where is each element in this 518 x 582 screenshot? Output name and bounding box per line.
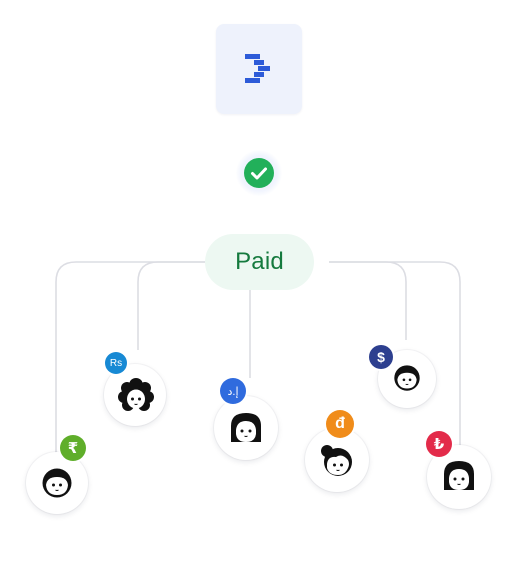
face-long-hair-icon xyxy=(444,461,474,490)
currency-symbol: إ.د xyxy=(227,385,239,398)
recipient-avatar xyxy=(305,428,369,492)
currency-badge-lira: ₺ xyxy=(426,431,452,457)
face-long-hair-icon xyxy=(231,413,261,442)
face-bun-hair-icon xyxy=(321,445,352,476)
currency-badge-dong: đ xyxy=(326,410,354,438)
currency-symbol: $ xyxy=(377,349,385,365)
recipient-avatar xyxy=(104,364,166,426)
currency-badge-rupee: ₹ xyxy=(60,435,86,461)
face-short-hair-icon xyxy=(394,365,420,391)
currency-badge-rs: Rs xyxy=(105,352,127,374)
stacked-bars-logo-icon xyxy=(245,54,270,83)
logo-tile xyxy=(216,24,302,114)
paid-status-label: Paid xyxy=(235,248,284,275)
recipient-avatar xyxy=(26,452,88,514)
status-check xyxy=(236,150,282,196)
paid-status-pill: Paid xyxy=(205,234,314,290)
face-curly-hair-icon xyxy=(118,378,154,411)
currency-symbol: đ xyxy=(335,415,345,432)
check-circle-icon xyxy=(244,158,274,188)
recipient-avatar xyxy=(214,396,278,460)
currency-badge-dollar: $ xyxy=(369,345,393,369)
currency-symbol: ₺ xyxy=(433,436,445,453)
currency-symbol: ₹ xyxy=(67,440,79,457)
face-short-hair-icon xyxy=(42,468,72,498)
currency-badge-dirham: إ.د xyxy=(220,378,246,404)
currency-symbol: Rs xyxy=(109,357,123,369)
